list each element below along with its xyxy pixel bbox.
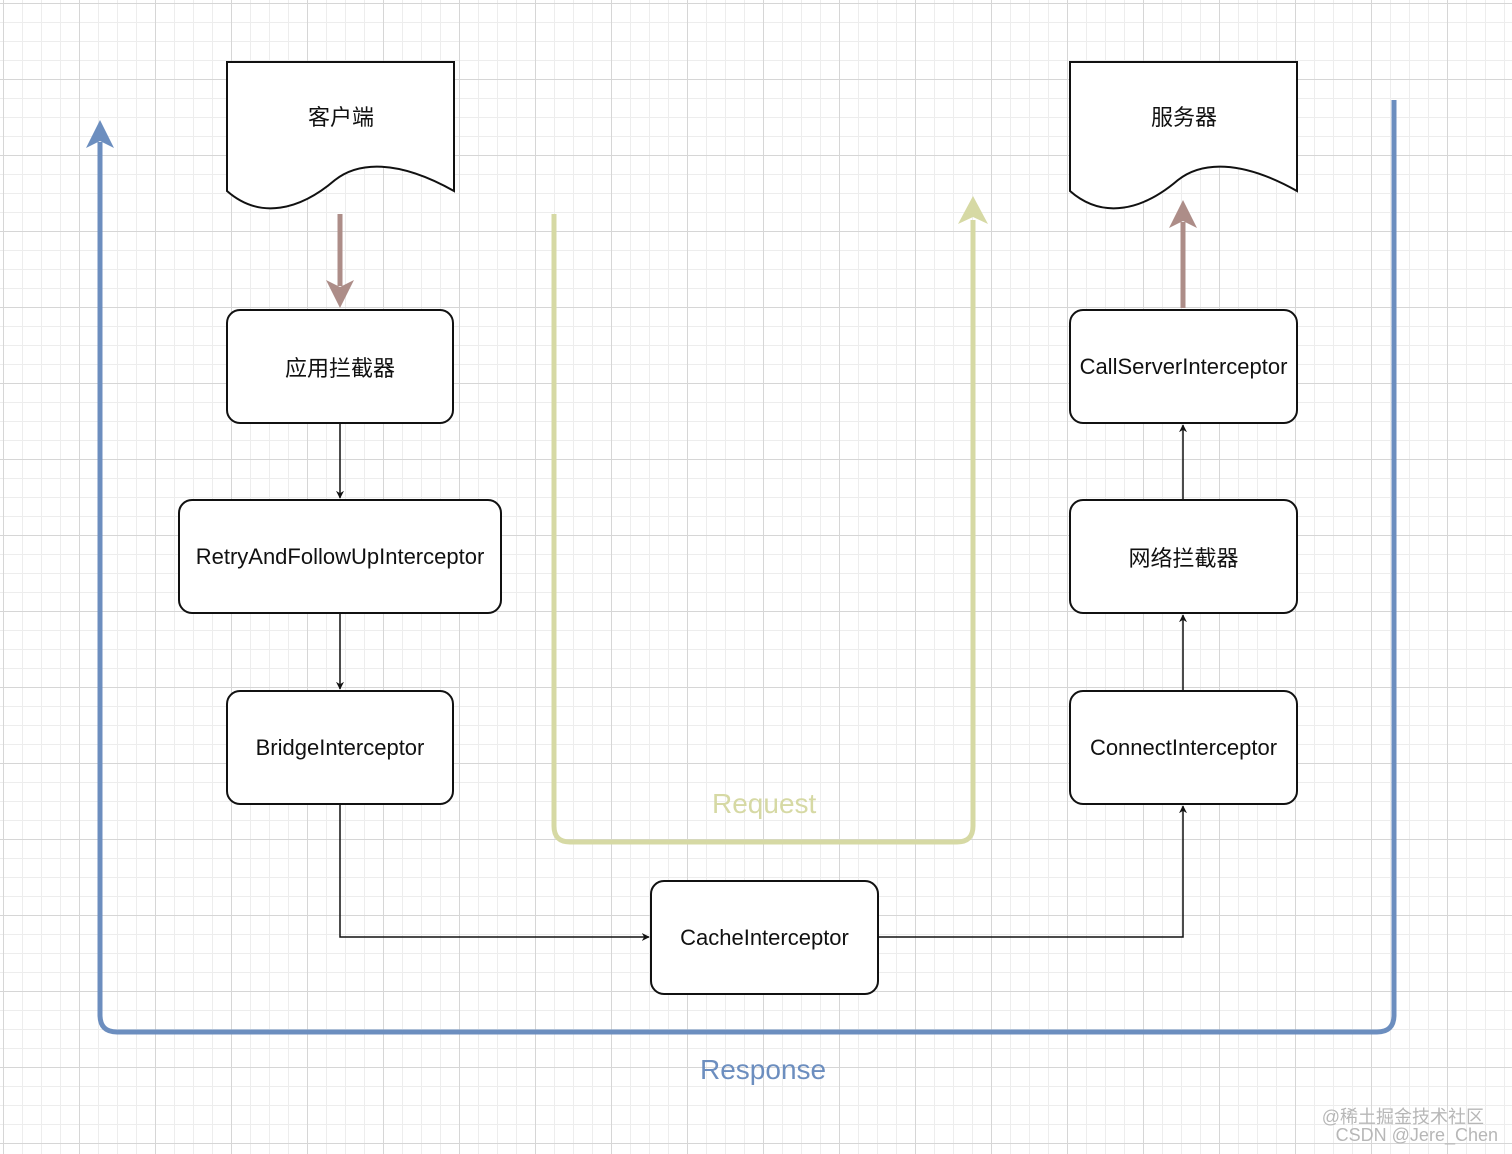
watermark-line-1: @稀土掘金技术社区 [1321,1107,1484,1127]
response-arrowhead-icon [86,120,114,148]
watermark-line-2: CSDN @Jere_Chen [1335,1125,1498,1145]
cache-to-connect-edge [879,805,1187,938]
callserver-to-server-arrowhead-icon [1169,200,1197,228]
callserver-interceptor-node: CallServerInterceptor [1069,309,1298,424]
client-document-shape [226,61,455,210]
connect-interceptor-node: ConnectInterceptor [1069,690,1298,805]
server-document-label: 服务器 [1150,105,1217,130]
request-flow-line [551,214,976,845]
network-interceptor-node: 网络拦截器 [1069,499,1298,614]
bridge-to-cache-edge [339,805,650,941]
client-document-label: 客户端 [307,105,374,130]
client-to-app-arrowhead-icon [326,280,354,308]
request-arrowhead-icon [958,196,988,224]
response-flow-line [97,100,1397,1035]
app-interceptor-node: 应用拦截器 [226,309,454,424]
request-flow-label: Request [712,788,817,819]
response-flow-label: Response [700,1054,827,1085]
bridge-interceptor-node: BridgeInterceptor [226,690,454,805]
retry-interceptor-node: RetryAndFollowUpInterceptor [178,499,502,614]
cache-interceptor-node: CacheInterceptor [650,880,879,995]
server-document-shape [1069,61,1298,210]
